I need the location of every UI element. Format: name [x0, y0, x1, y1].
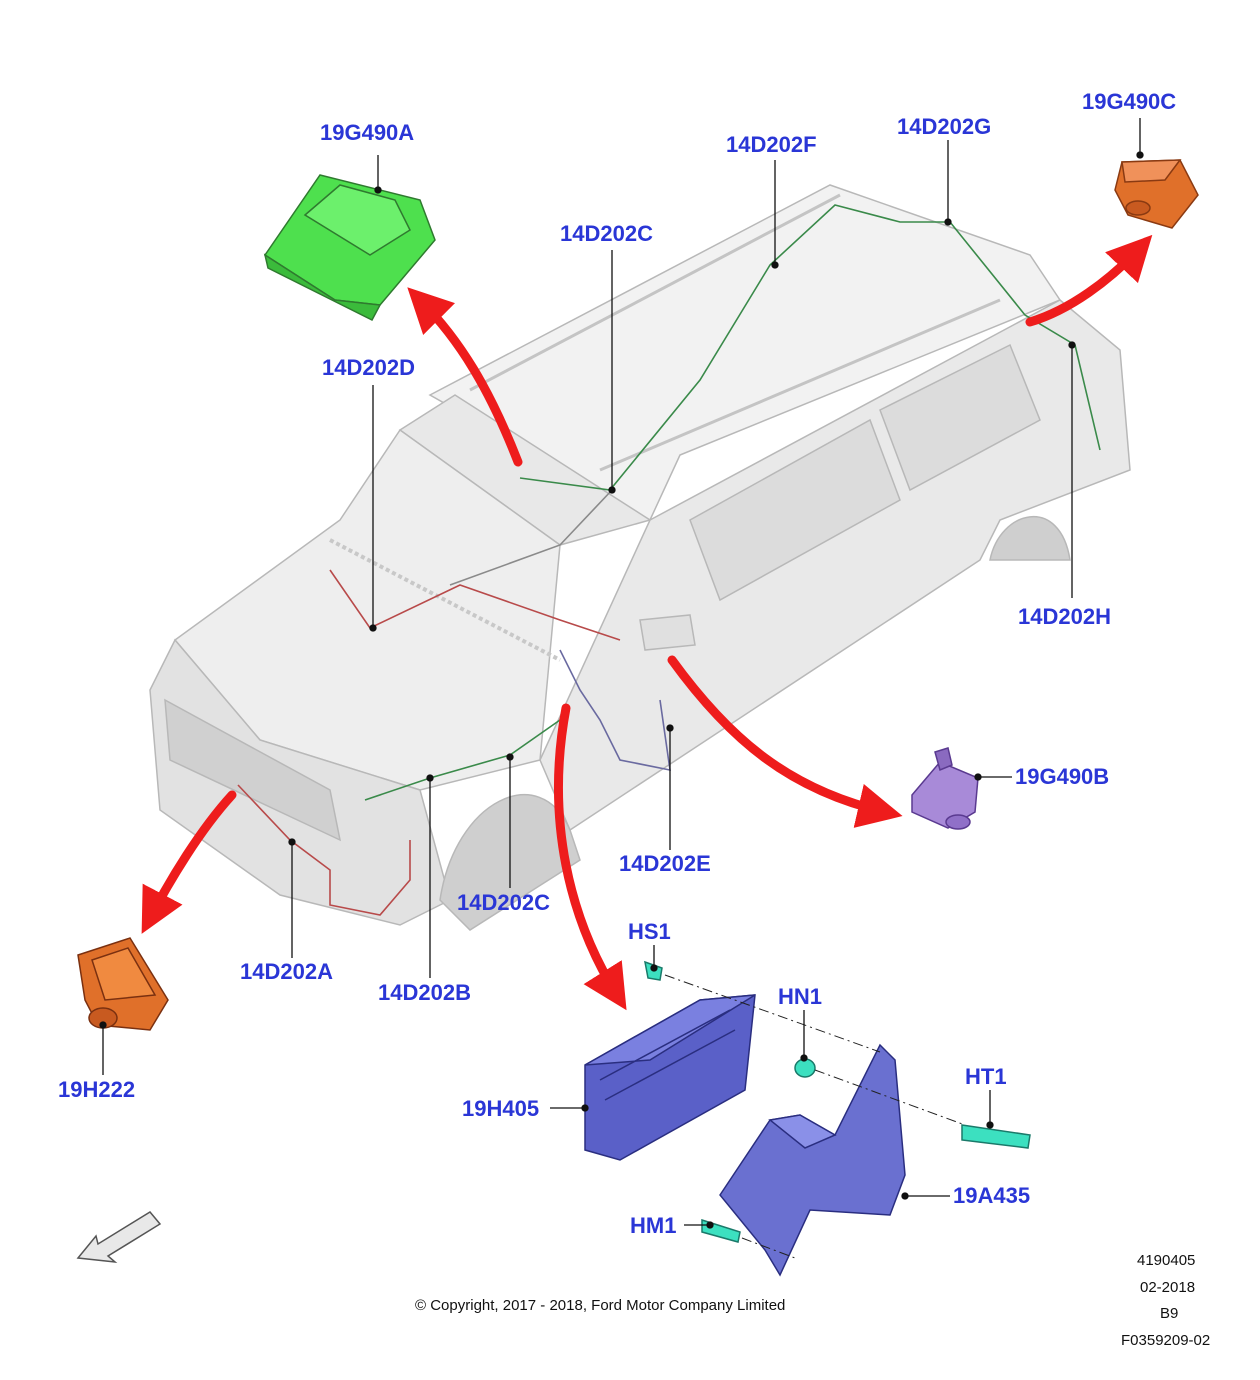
callout-HM1: HM1	[630, 1213, 677, 1238]
callout-19A435: 19A435	[953, 1183, 1031, 1208]
callout-14D202A: 14D202A	[240, 959, 333, 984]
callout-19G490B: 19G490B	[1015, 764, 1110, 789]
callout-14D202B: 14D202B	[378, 980, 471, 1005]
figure-code: F0359209-02	[1121, 1332, 1211, 1349]
callout-19G490A: 19G490A	[320, 120, 415, 145]
callout-19H222: 19H222	[58, 1077, 136, 1102]
fastener-HN1-shape	[794, 1058, 816, 1078]
harness-windshield-route	[449, 489, 613, 586]
fastener-HT1-shape	[961, 1124, 1031, 1149]
arrow-to-19G490B	[667, 655, 903, 828]
callout-14D202C-top: 14D202C	[560, 221, 653, 246]
callout-14D202H: 14D202H	[1018, 604, 1111, 629]
red-arrows	[141, 234, 1153, 1011]
callout-19G490C: 19G490C	[1082, 89, 1177, 114]
callout-HS1: HS1	[628, 919, 671, 944]
arrow-to-19G490A	[407, 287, 523, 467]
callout-14D202F: 14D202F	[726, 132, 817, 157]
callout-14D202E: 14D202E	[619, 851, 711, 876]
alignment-lines	[664, 974, 966, 1259]
harness-roof-route	[519, 204, 1101, 491]
harness-cowl-route	[559, 649, 671, 772]
vehicle-illustration	[149, 184, 1131, 931]
callout-HT1: HT1	[965, 1064, 1007, 1089]
module-19G490A-illustration	[263, 174, 436, 321]
arrow-to-19H222	[141, 790, 237, 934]
harness-front-route	[364, 719, 561, 801]
module-19H405-illustration	[584, 994, 756, 1161]
callout-14D202C-front: 14D202C	[457, 890, 550, 915]
drawing-number: 4190405	[1137, 1252, 1196, 1269]
leader-lines	[99, 118, 1144, 1229]
module-19G490B-illustration	[911, 747, 979, 830]
module-19G490C-illustration	[1114, 159, 1199, 229]
callout-14D202G: 14D202G	[897, 114, 992, 139]
orientation-arrow-icon	[76, 1211, 162, 1264]
harness-hood-route	[329, 569, 621, 641]
drawing-revision: B9	[1160, 1305, 1179, 1322]
callout-19H405: 19H405	[462, 1096, 540, 1121]
drawing-date: 02-2018	[1140, 1279, 1196, 1296]
arrow-to-19H405	[554, 703, 627, 1011]
callout-HN1: HN1	[778, 984, 823, 1009]
arrow-to-19G490C	[1025, 234, 1153, 327]
module-19H222-illustration	[77, 937, 169, 1031]
copyright-notice: © Copyright, 2017 - 2018, Ford Motor Com…	[415, 1297, 786, 1314]
callout-14D202D: 14D202D	[322, 355, 415, 380]
bracket-19A435-illustration	[719, 1043, 906, 1277]
